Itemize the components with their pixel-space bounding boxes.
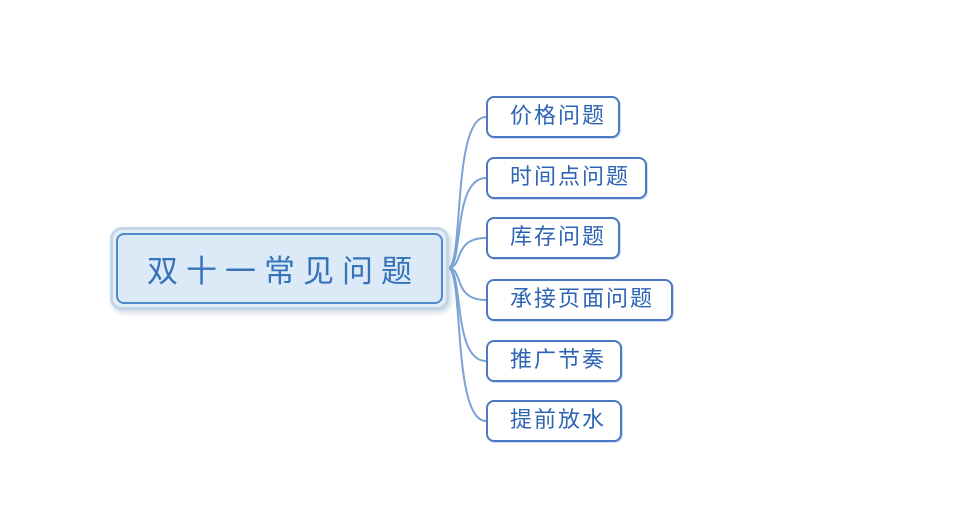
root-topic-box: 双十一常见问题 [116,233,443,304]
branch-topic-promotion-rhythm[interactable]: 推广节奏 [486,340,622,382]
branch-topic-landing-page[interactable]: 承接页面问题 [486,279,673,321]
connector-branch-4 [447,267,487,301]
connector-branch-1 [447,116,487,269]
root-topic-label: 双十一常见问题 [147,254,420,290]
branch-topic-label: 推广节奏 [510,348,607,373]
branch-topic-label: 时间点问题 [510,165,631,190]
connector-branch-3 [447,237,487,269]
branch-topic-inventory[interactable]: 库存问题 [486,217,620,259]
branch-topic-early-release[interactable]: 提前放水 [486,400,622,442]
branch-topic-label: 承接页面问题 [510,287,655,312]
branch-topic-label: 提前放水 [510,408,607,433]
connector-branch-6 [447,267,487,422]
branch-topic-label: 价格问题 [510,104,607,129]
branch-topic-timing[interactable]: 时间点问题 [486,157,647,199]
root-topic-node[interactable]: 双十一常见问题 [110,227,449,310]
connector-branch-2 [447,177,487,269]
branch-topic-price[interactable]: 价格问题 [486,96,620,138]
branch-topic-label: 库存问题 [510,225,607,250]
connector-branch-5 [447,267,487,362]
